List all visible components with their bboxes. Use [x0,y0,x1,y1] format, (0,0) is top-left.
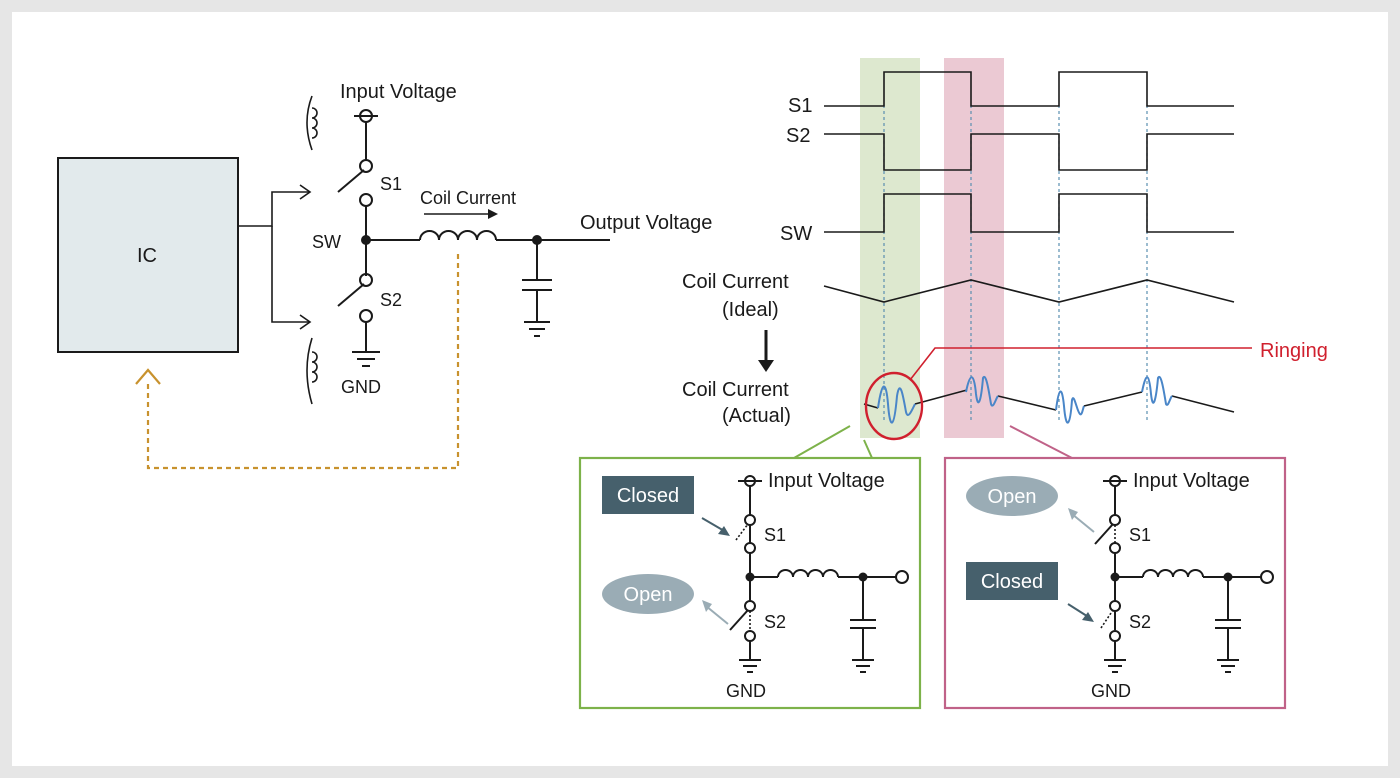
wave-s1-label: S1 [788,95,812,117]
green-highlight-band [860,58,920,438]
output-voltage-label: Output Voltage [580,212,712,234]
inset-right-s2-label: S2 [1129,612,1151,632]
inset-left-gnd-label: GND [726,681,766,701]
open-badge-right [966,476,1058,516]
ringing-burst-1 [877,385,916,424]
wave-s2-label: S2 [786,125,810,147]
open-badge-left-text: Open [624,584,673,606]
ringing-leader [909,347,1252,381]
pink-connector [1009,425,1073,459]
feedback-path [146,254,460,470]
inset-s1-closed: Input Voltage S1 S2 GND Closed [578,456,922,710]
open-badge-left [602,574,694,614]
main-circuit: IC Input Voltage S1 SW S2 GND [57,81,712,470]
inset-right-gnd-label: GND [1091,681,1131,701]
inset-left-s1-label: S1 [764,525,786,545]
inset-left-s2-label: S2 [764,612,786,632]
coil-current-label: Coil Current [420,188,516,208]
inset-right-s1-label: S1 [1129,525,1151,545]
timing-waveforms: S1 S2 SW Coil Current (Ideal) Coil Curre… [682,71,1328,441]
ringing-burst-2 [965,375,999,407]
open-badge-right-text: Open [988,486,1037,508]
wave-s1 [824,71,1234,107]
closed-badge-right [966,562,1058,600]
inset-s2-closed: Input Voltage S1 S2 GND Open [943,456,1287,710]
ic-block [57,157,239,353]
ringing-burst-3 [1055,390,1085,424]
closed-badge-left-text: Closed [617,485,679,507]
wave-sw [824,193,1234,233]
wave-s2 [824,133,1234,171]
ringing-burst-4 [1141,375,1173,406]
wave-actual-label-1: Coil Current [682,379,789,401]
sw-label: SW [312,232,341,252]
s1-label: S1 [380,174,402,194]
wave-coil-ideal [823,279,1235,303]
wave-ideal-label-1: Coil Current [682,271,789,293]
wave-sw-label: SW [780,223,812,245]
inset-right-input-label: Input Voltage [1133,470,1250,492]
ringing-circle [864,371,924,441]
closed-badge-right-text: Closed [981,571,1043,593]
closed-badge-left [602,476,694,514]
pink-highlight-band [944,58,1004,438]
wave-ideal-label-2: (Ideal) [722,299,779,321]
gnd-label: GND [341,377,381,397]
ic-label: IC [137,245,157,267]
s2-label: S2 [380,290,402,310]
inset-left-input-label: Input Voltage [768,470,885,492]
input-voltage-label: Input Voltage [340,81,457,103]
green-connector [793,425,873,459]
wave-actual-label-2: (Actual) [722,405,791,427]
ringing-label: Ringing [1260,340,1328,362]
